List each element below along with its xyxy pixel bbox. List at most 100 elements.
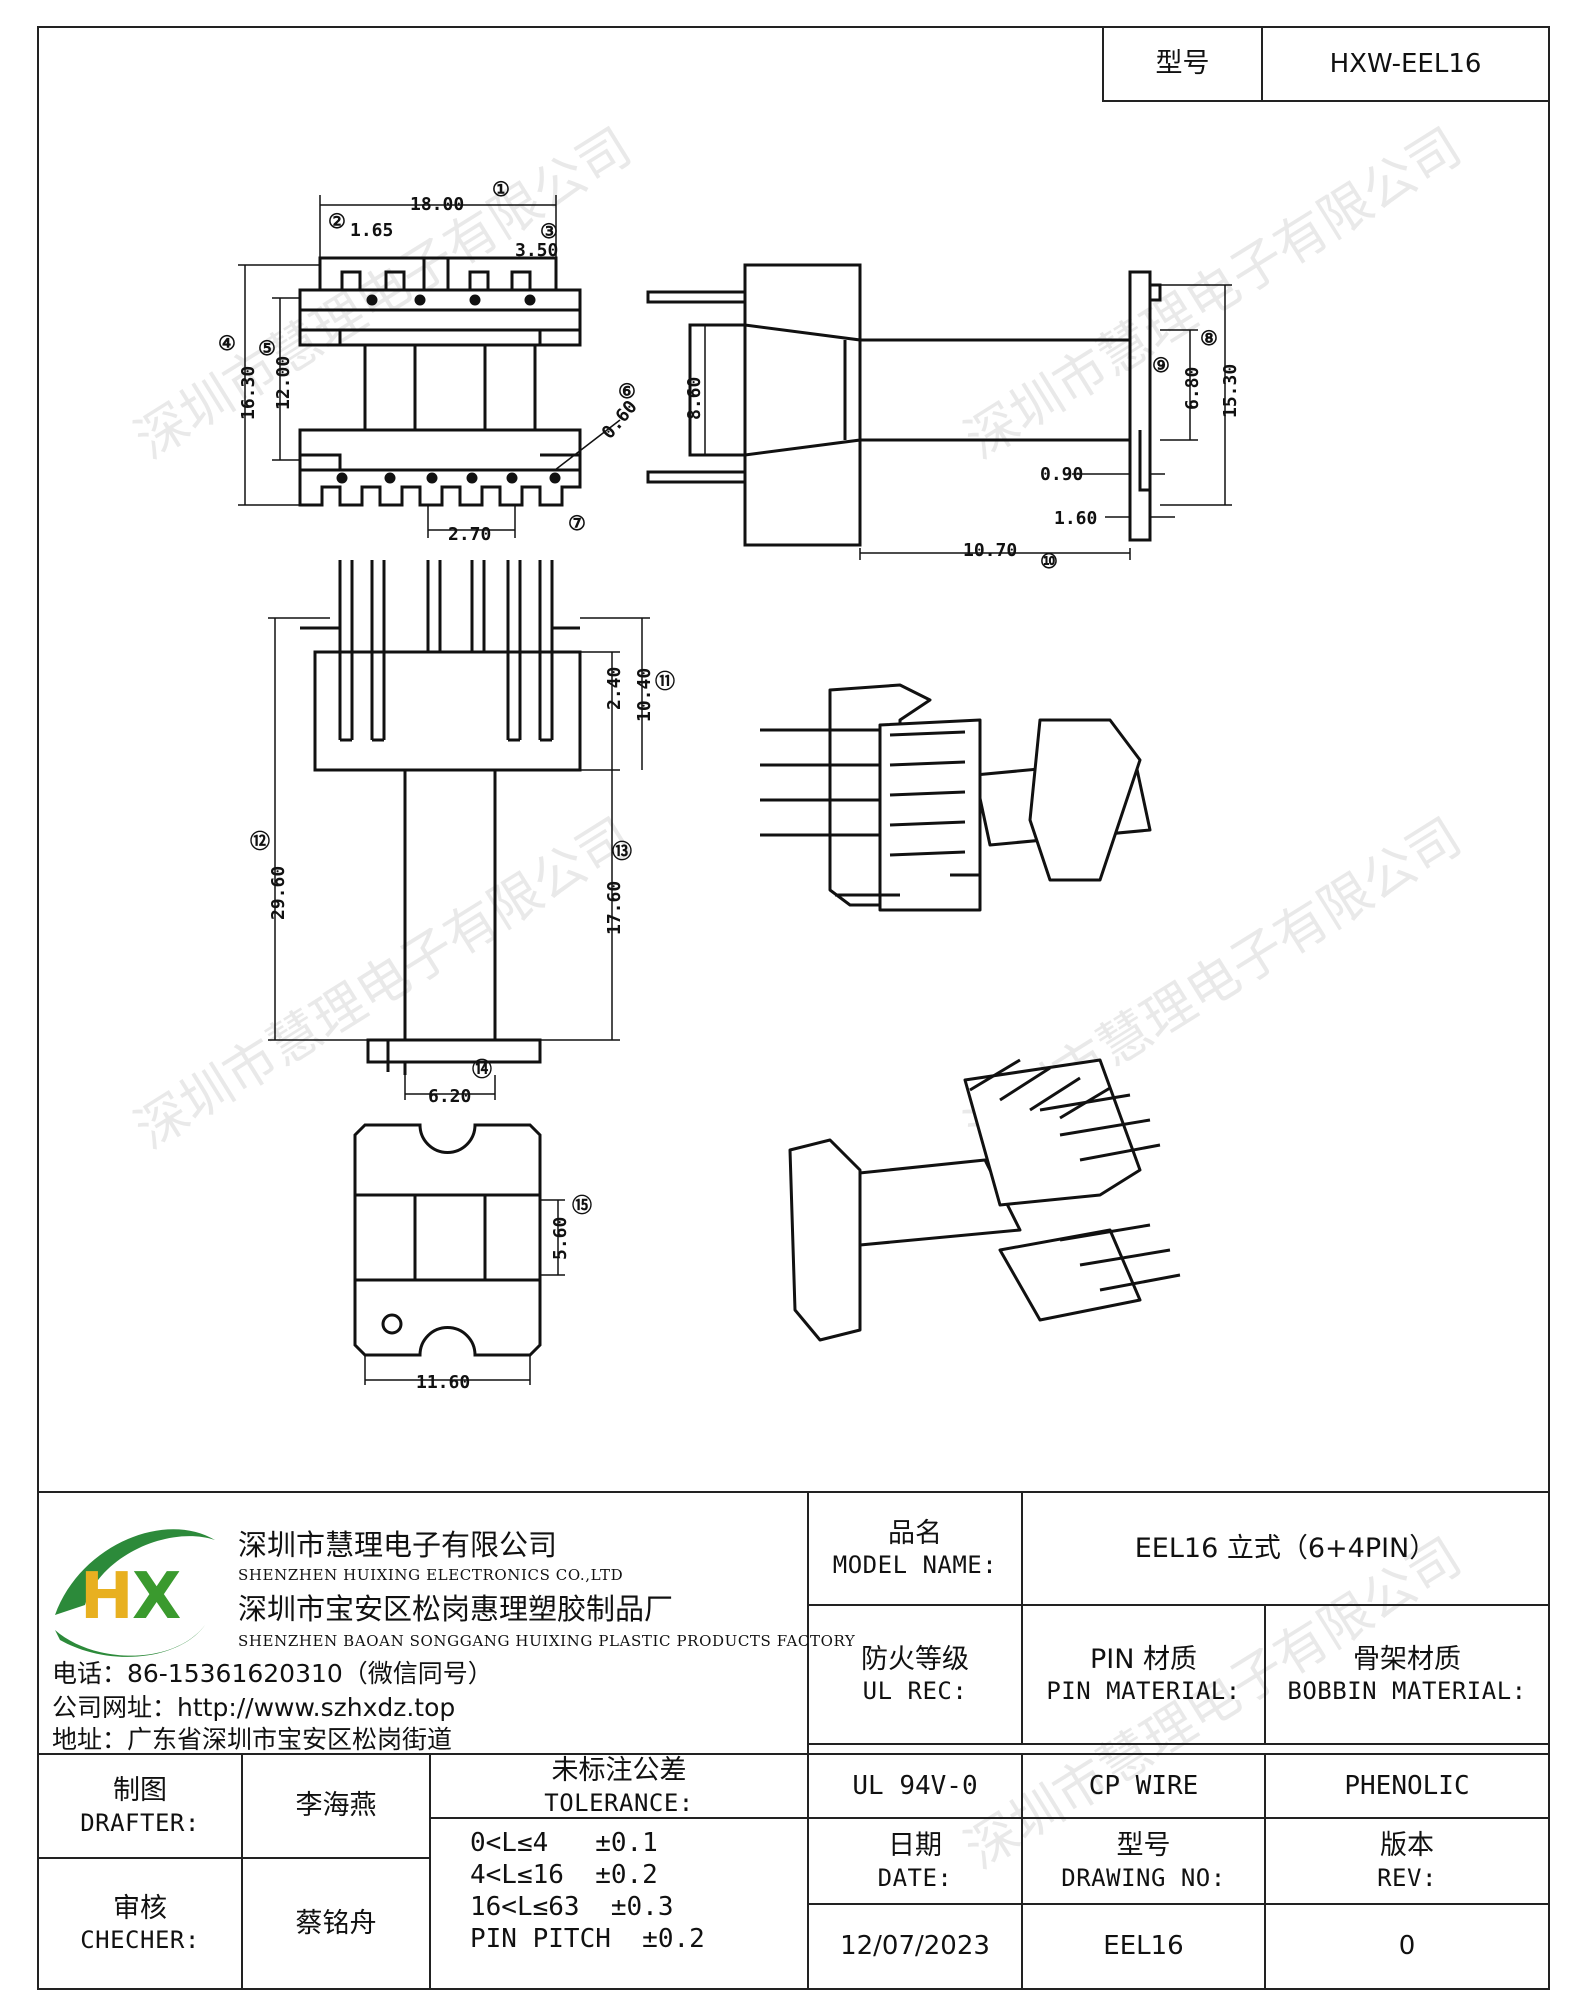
ul-rec-label: 防火等级 UL REC: [808,1605,1022,1744]
drafter-en: DRAFTER: [80,1808,200,1837]
model-name-cn: 品名 [888,1517,942,1549]
side-view [646,263,1162,547]
ref-11: ⑪ [655,669,675,693]
dim-body-length: 10.70 [963,540,1017,561]
bottom-view [353,1123,542,1357]
company-address: 地址：广东省深圳市宝安区松岗街道 [52,1725,453,1754]
pin-material-en: PIN MATERIAL: [1046,1677,1241,1706]
dim-total-length: 29.60 [268,866,289,920]
tolerance-row-1: 0<L≤4 ±0.1 [470,1828,658,1858]
ref-3: ③ [540,219,558,243]
dim-slot-width: 3.50 [515,240,558,261]
checker-name: 蔡铭舟 [295,1907,377,1939]
date-en: DATE: [877,1863,953,1892]
ref-4: ④ [218,331,236,355]
bobbin-material-value: PHENOLIC [1344,1770,1470,1801]
logo-x: X [132,1560,181,1634]
checker-en: CHECHER: [80,1926,200,1955]
dim-window: 6.80 [1182,367,1203,410]
drawing-no-cn: 型号 [1116,1830,1171,1862]
tolerance-row-3: 16<L≤63 ±0.3 [470,1892,674,1922]
isometric-view-2 [788,1058,1181,1342]
company-name-en: SHENZHEN HUIXING ELECTRONICS CO.,LTD [238,1566,624,1584]
tolerance-en: TOLERANCE: [544,1788,694,1817]
ref-1: ① [492,177,510,201]
model-name-value: EEL16 立式（6+4PIN） [1134,1532,1437,1564]
ref-10: ⑩ [1040,549,1058,573]
dim-flange-thk: 1.60 [1054,508,1097,529]
tolerance-row-2: 4<L≤16 ±0.2 [470,1860,658,1890]
dim-pin-length: 2.40 [604,667,625,710]
rev-en: REV: [1377,1863,1437,1892]
rev-cn: 版本 [1380,1830,1434,1862]
header-model-value: HXW-EEL16 [1329,48,1482,79]
model-name-label: 品名 MODEL NAME: [808,1492,1022,1605]
rev-label: 版本 REV: [1265,1818,1549,1904]
ref-14: ⑭ [472,1057,492,1081]
logo-h: H [80,1560,134,1634]
bobbin-material-en: BOBBIN MATERIAL: [1287,1677,1527,1706]
tolerance-label: 未标注公差 TOLERANCE: [430,1754,808,1818]
pin-material-value: CP WIRE [1088,1770,1199,1801]
dim-wall-thk: 0.90 [1040,464,1083,485]
dim-pin-dia: 0.60 [598,397,642,444]
ul-rec-value: UL 94V-0 [852,1770,978,1801]
rev-value: 0 [1398,1931,1416,1962]
company-website: 公司网址：http://www.szhxdz.top [52,1693,456,1722]
ref-9: ⑨ [1152,353,1170,377]
dim-top-section: 10.40 [634,668,655,722]
sheet-border [37,26,1550,1990]
dim-bottom-height: 5.60 [550,1217,571,1260]
ref-7: ⑦ [568,511,586,535]
date-cn: 日期 [888,1830,942,1862]
isometric-view-1 [760,683,1152,912]
watermark-2: 深圳市慧理电子有限公司 [955,117,1472,471]
dim-side-core: 8.60 [684,377,705,420]
checker-cn: 审核 [113,1892,167,1924]
date-label: 日期 DATE: [808,1818,1022,1904]
checker-label: 审核 CHECHER: [38,1858,242,1989]
bobbin-material-label: 骨架材质 BOBBIN MATERIAL: [1265,1605,1549,1744]
company-name-cn: 深圳市慧理电子有限公司 [238,1528,558,1562]
tolerance-row-4: PIN PITCH ±0.2 [470,1924,705,1954]
dim-bottom-width: 11.60 [416,1372,470,1393]
dim-pin-offset: 1.65 [350,220,393,241]
company-logo: H X [55,1529,215,1657]
company-phone: 电话：86-15361620310（微信同号） [52,1659,493,1688]
header-model-label: 型号 [1155,48,1210,80]
drafter-label: 制图 DRAFTER: [38,1754,242,1858]
dim-flange-height: 15.30 [1220,364,1241,418]
ref-13: ⑬ [612,839,632,863]
pin-material-label: PIN 材质 PIN MATERIAL: [1022,1605,1265,1744]
ref-15: ⑮ [572,1193,592,1217]
front-elevation [300,560,582,1075]
dim-outer-height: 16.30 [238,366,259,420]
ref-2: ② [328,209,346,233]
drafter-name: 李海燕 [295,1790,377,1822]
watermark-3: 深圳市慧理电子有限公司 [125,807,642,1161]
dim-top-width: 18.00 [410,194,464,215]
title-block-grid [38,27,1549,1989]
ref-6: ⑥ [618,379,636,403]
ref-8: ⑧ [1200,326,1218,350]
drawing-no-label: 型号 DRAWING NO: [1022,1818,1265,1904]
pin-material-cn: PIN 材质 [1089,1643,1198,1675]
drawing-no-value: EEL16 [1103,1931,1184,1962]
dim-pin-pitch: 2.70 [448,524,491,545]
top-view [298,256,582,507]
factory-name-en: SHENZHEN BAOAN SONGGANG HUIXING PLASTIC … [238,1632,856,1650]
ref-12: ⑫ [250,829,270,853]
ul-rec-en: UL REC: [862,1677,968,1706]
model-name-en: MODEL NAME: [832,1551,998,1580]
tolerance-cn: 未标注公差 [551,1755,687,1787]
bobbin-material-cn: 骨架材质 [1353,1643,1461,1675]
dim-inner-height: 12.00 [273,356,294,410]
dim-core-length: 17.60 [604,881,625,935]
ul-rec-cn: 防火等级 [861,1643,969,1675]
drawing-no-en: DRAWING NO: [1061,1863,1226,1892]
dim-base-width: 6.20 [428,1086,471,1107]
factory-name-cn: 深圳市宝安区松岗惠理塑胶制品厂 [238,1592,674,1626]
drafter-cn: 制图 [113,1775,167,1807]
